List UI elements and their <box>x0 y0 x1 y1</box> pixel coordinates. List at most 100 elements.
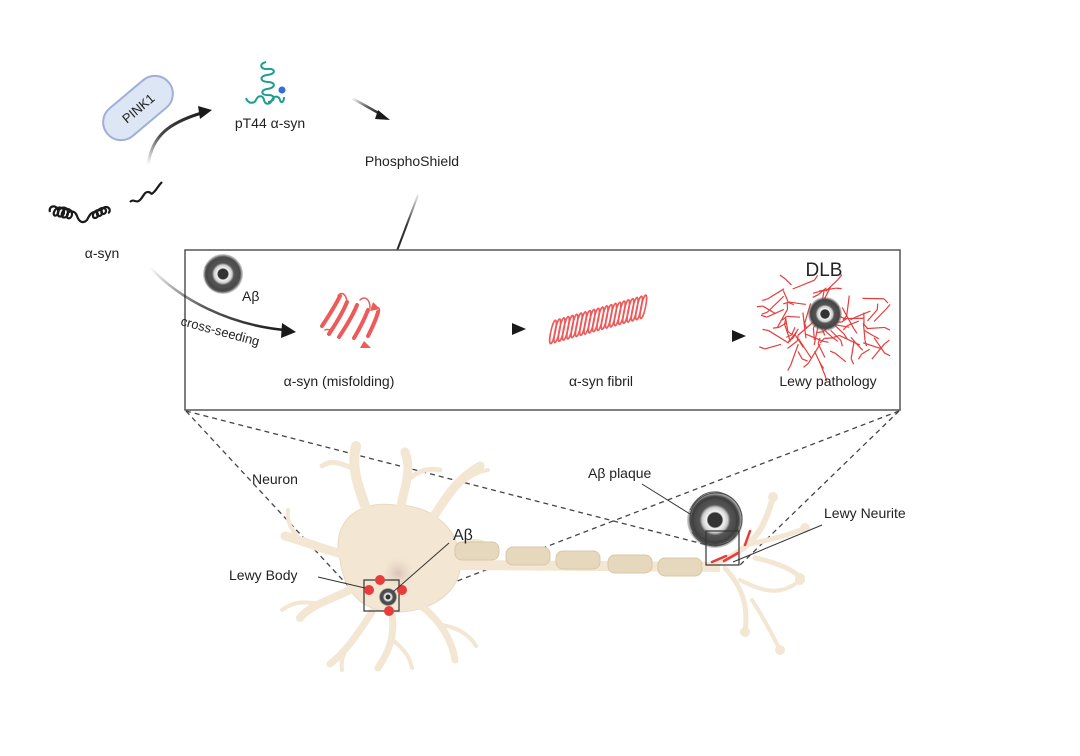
lewy-filament <box>790 343 799 366</box>
dendrite-branch <box>326 608 376 668</box>
dendrite-branch <box>349 441 375 525</box>
misfold-to-fibril-arrowhead <box>512 323 526 335</box>
lewy-filament-branch <box>850 358 855 365</box>
lewy-filament <box>873 308 887 322</box>
pink1-badge: PINK1 <box>102 74 174 142</box>
lewy-filament-branch <box>884 339 890 345</box>
soma-abeta-leader <box>392 542 450 593</box>
lewy-filament-branch <box>873 335 880 340</box>
lewy-filament-branch <box>762 298 769 302</box>
lewy-filament <box>861 348 870 355</box>
lewy-filament-branch <box>824 374 828 382</box>
lewy-filament <box>797 339 804 348</box>
lewy-filament <box>791 326 796 336</box>
lewy-filament <box>792 279 815 290</box>
abeta-plaque-leader <box>641 483 691 515</box>
lewy-filament-branch <box>756 305 763 308</box>
pathology-panel-frame <box>184 249 901 411</box>
lewy-filament-branch <box>804 332 807 339</box>
dendrite-branch <box>407 466 443 481</box>
lewy-filament-branch <box>837 274 843 280</box>
lewy-filament <box>786 315 801 318</box>
lewy-filament-branch <box>796 335 799 342</box>
phosphorylation-arrow <box>146 110 206 166</box>
lewy-filament <box>797 351 803 360</box>
lewy-filament-branch <box>858 345 864 351</box>
phospho-site-icon <box>278 86 286 94</box>
lewy-filament-branch <box>787 330 793 336</box>
lewy-filament <box>788 301 806 306</box>
terminal-bouton <box>795 575 805 585</box>
lewy-filament-branch <box>841 318 847 323</box>
lewy-body-dot <box>375 575 385 585</box>
lewy-filament <box>873 337 886 354</box>
lewy-filament-branch <box>787 365 792 371</box>
lewy-filament <box>864 329 874 337</box>
pink1-pill <box>102 74 174 142</box>
lewy-filament-branch <box>783 301 790 305</box>
myelin-sheaths <box>454 541 703 577</box>
dendrite-branch <box>280 531 350 560</box>
lewy-filament <box>817 343 826 358</box>
soma-abeta-label: Aβ <box>453 527 473 544</box>
lewy-filament <box>813 351 821 364</box>
lewy-filament-branch <box>885 304 891 310</box>
fibril-coil <box>639 294 648 320</box>
dendrite-branch <box>319 460 359 473</box>
lewy-filament-branch <box>833 334 840 338</box>
lewy-filament-branch <box>801 358 808 362</box>
lewy-body-leader <box>317 576 366 589</box>
lewy-filament-branch <box>829 350 836 355</box>
lewy-filament <box>805 333 823 342</box>
lewy-filament-branch <box>812 294 819 298</box>
asyn-helix-icon <box>48 181 163 224</box>
lewy-filament <box>862 322 866 341</box>
myelin-segment <box>454 541 500 561</box>
cross-seeding-arrowhead <box>281 323 296 338</box>
abeta-plaque-label: Aβ plaque <box>588 465 652 481</box>
lewy-body-label: Lewy Body <box>229 567 297 583</box>
lewy-filament <box>835 353 847 363</box>
lewy-filament-branch <box>883 298 889 304</box>
misfold-strand-arrowhead <box>360 341 371 348</box>
asyn-label: α-syn <box>85 245 120 261</box>
terminal-bouton <box>775 645 785 655</box>
lewy-filament-branch <box>792 331 798 337</box>
zoom-line-right-inner <box>399 410 900 604</box>
lewy-filament-branch <box>807 352 812 359</box>
lewy-filament-branch <box>822 340 829 343</box>
lewy-filament <box>783 323 792 342</box>
lewy-neurite-leader <box>732 524 823 563</box>
lewy-filament <box>863 342 877 348</box>
lewy-body-dot <box>397 585 407 595</box>
terminal-branch <box>752 555 803 581</box>
misfolded-asyn-icon <box>320 292 381 340</box>
lewy-filament-branch <box>772 326 779 329</box>
lewy-pathology-label: Lewy pathology <box>779 373 876 389</box>
dendrite-branch <box>296 586 354 622</box>
lewy-filament <box>798 338 809 354</box>
lewy-filament-branch <box>760 314 767 318</box>
misfolding-label: α-syn (misfolding) <box>284 373 395 389</box>
panel-abeta-label: Aβ <box>242 288 259 304</box>
lewy-filament <box>867 309 878 322</box>
neuron-label: Neuron <box>252 471 298 487</box>
myelin-segment <box>657 557 703 577</box>
lewy-filament-branch <box>812 291 819 294</box>
lewy-filament-branch <box>840 340 843 347</box>
terminal-branch <box>722 565 749 635</box>
lewy-filament-branch <box>803 363 809 368</box>
lewy-filament <box>871 343 886 360</box>
lewy-filament <box>767 288 785 300</box>
lewy-filament <box>847 320 860 327</box>
zoom-line-left-outer <box>185 410 366 605</box>
lewy-core-plaque-icon <box>808 297 842 331</box>
lewy-body-dot <box>384 606 394 616</box>
lewy-filament-branch <box>785 334 792 338</box>
terminal-branch <box>738 578 802 593</box>
dendrite-branch <box>453 468 490 490</box>
abeta-aggregate-icon <box>203 254 243 294</box>
lewy-neurite-label: Lewy Neurite <box>824 505 906 521</box>
lewy-filament-branch <box>884 352 891 357</box>
